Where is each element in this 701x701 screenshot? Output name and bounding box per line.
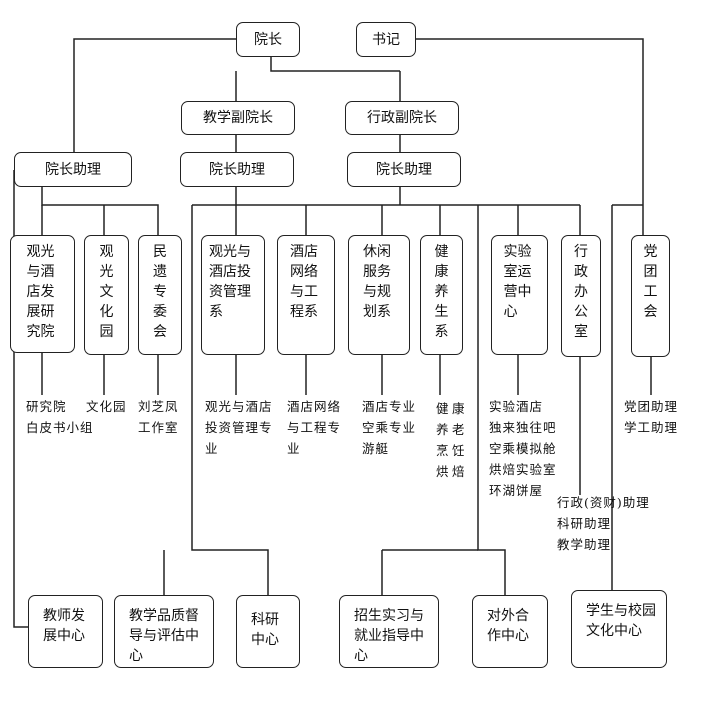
hotel-network-box: 酒店网络与工程系 [277,235,335,355]
tourism-investment-note: 观光与酒店 投资管理专 业 [205,399,273,456]
admin-vice-president-box: 行政副院长 [345,101,459,135]
teacher-dev-box: 教师发展中心 [28,595,103,668]
admin-office-label: 行政办公室 [574,244,588,340]
leisure-service-label: 休闲服务与规划系 [363,244,391,320]
president-box: 院长 [236,22,300,57]
teaching-quality-label: 教学品质督导与评估中心 [129,608,199,664]
folk-committee-box: 民遗专委会 [138,235,182,355]
health-note-col2: 康老饪焙 [452,401,465,479]
assistant-middle-label: 院长助理 [209,161,265,178]
secretary-label: 书记 [372,31,400,48]
teaching-vice-president-box: 教学副院长 [181,101,295,135]
external-box: 对外合作中心 [472,595,548,668]
institute-box: 观光与酒店发展研究院 [10,235,75,353]
teaching-vice-president-label: 教学副院长 [203,110,273,126]
secretary-box: 书记 [356,22,416,57]
admin-vice-president-label: 行政副院长 [367,110,437,126]
folk-committee-note: 刘芝凤 工作室 [138,399,179,435]
research-box: 科研中心 [236,595,300,668]
lab-center-box: 实验室运营中心 [491,235,548,355]
enrollment-box: 招生实习与就业指导中心 [339,595,439,668]
campus-culture-label: 学生与校园文化中心 [586,603,656,639]
enrollment-label: 招生实习与就业指导中心 [354,608,424,664]
admin-office-box: 行政办公室 [561,235,601,357]
party-league-box: 党团工会 [631,235,670,357]
folk-committee-label: 民遗专委会 [153,244,167,340]
party-league-label: 党团工会 [643,244,658,320]
lab-center-note: 实验酒店 独来独往吧 空乘模拟舱 烘焙实验室 环湖饼屋 [489,399,557,498]
institute-note: 研究院 白皮书小组 [26,399,94,435]
tourism-investment-label: 观光与酒店投资管理系 [209,244,251,320]
teacher-dev-label: 教师发展中心 [43,608,85,644]
assistant-middle-box: 院长助理 [180,152,294,187]
assistant-left-label: 院长助理 [45,161,101,178]
tourism-investment-box: 观光与酒店投资管理系 [201,235,265,355]
teaching-quality-box: 教学品质督导与评估中心 [114,595,214,668]
health-box: 健康养生系 [420,235,463,355]
party-league-note: 党团助理 学工助理 [624,399,679,435]
campus-culture-box: 学生与校园文化中心 [571,590,667,668]
external-label: 对外合作中心 [487,608,529,644]
president-label: 院长 [254,31,282,48]
hotel-network-note: 酒店网络 与工程专 业 [287,399,342,456]
admin-office-note: 行政(资财)助理 科研助理 教学助理 [557,495,650,552]
assistant-left-box: 院长助理 [14,152,132,187]
hotel-network-label: 酒店网络与工程系 [290,244,318,320]
health-label: 健康养生系 [434,244,449,340]
lab-center-label: 实验室运营中心 [503,244,532,320]
assistant-right-box: 院长助理 [347,152,461,187]
health-note-col1: 健养烹烘 [436,401,449,479]
culture-park-note: 文化园 [86,399,127,414]
institute-label: 观光与酒店发展研究院 [26,244,55,340]
culture-park-label: 观光文化园 [99,244,114,340]
research-label: 科研中心 [251,612,279,648]
assistant-right-label: 院长助理 [376,161,432,178]
leisure-service-box: 休闲服务与规划系 [348,235,410,355]
leisure-service-note: 酒店专业 空乘专业 游艇 [362,399,417,456]
culture-park-box: 观光文化园 [84,235,129,355]
